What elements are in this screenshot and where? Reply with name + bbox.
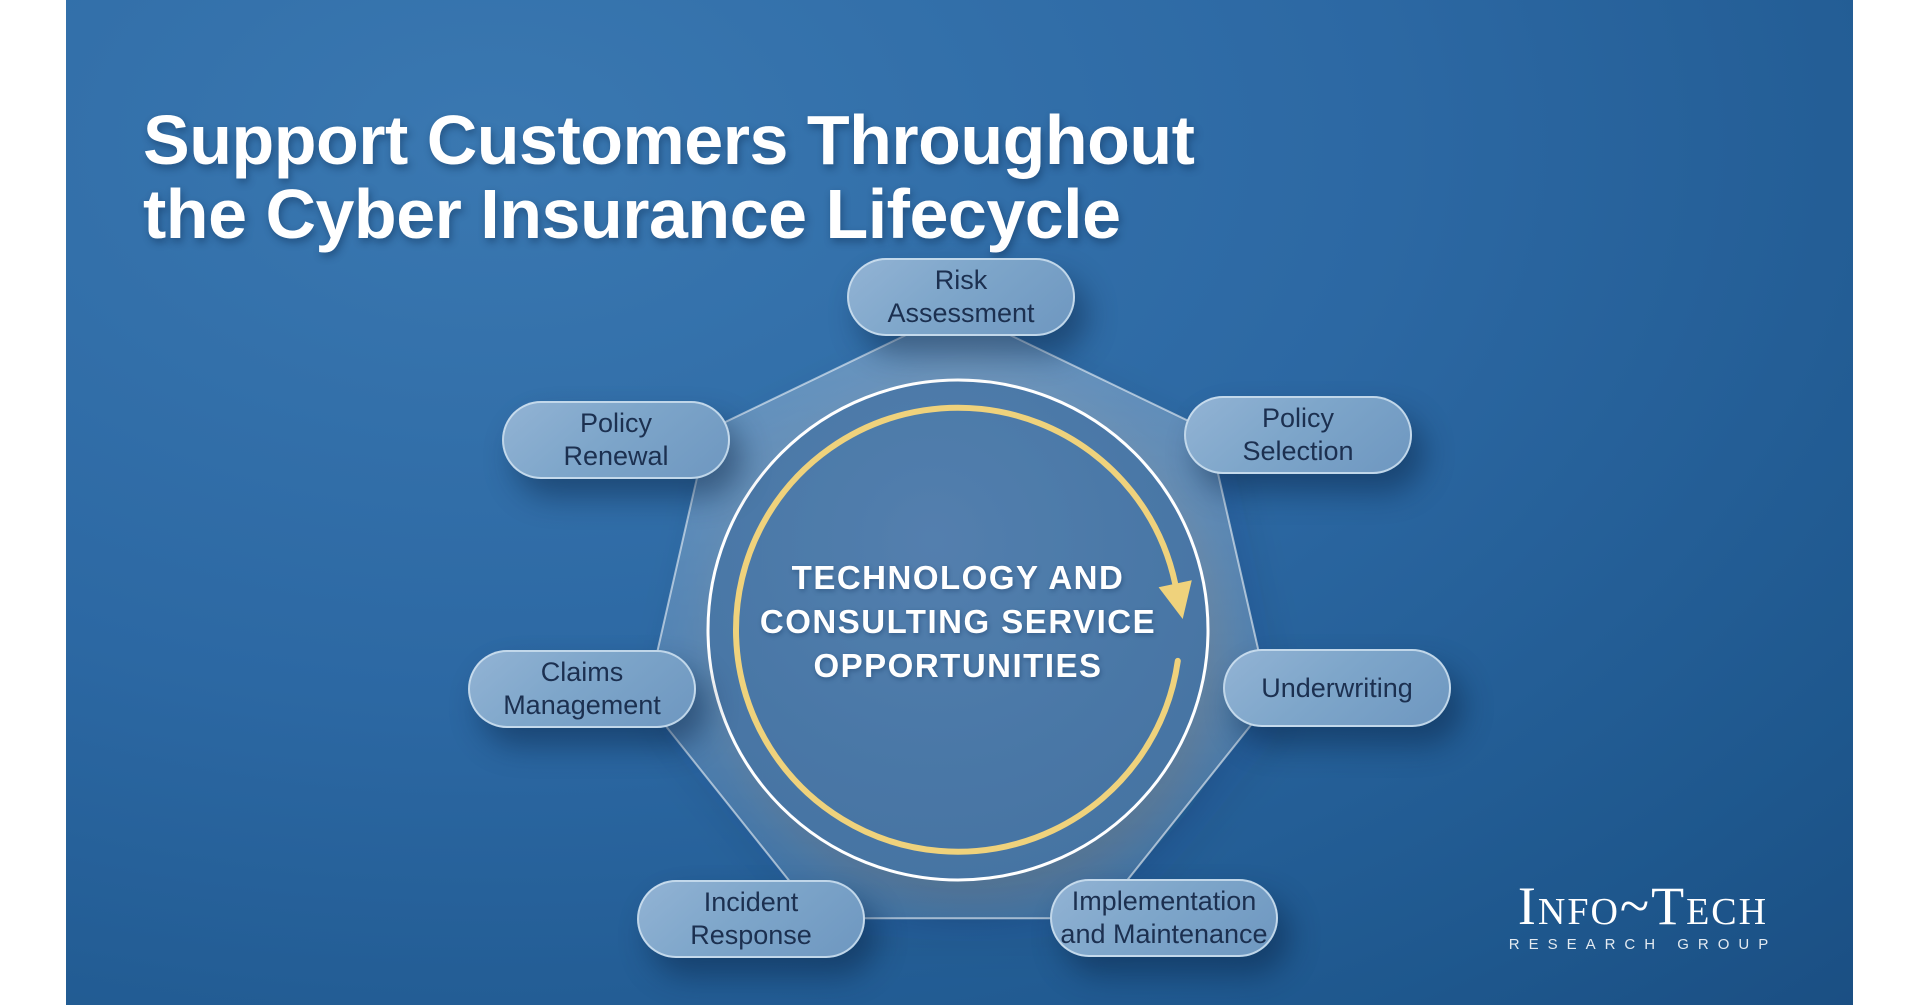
stage-pill-label: Policy Renewal [563, 408, 669, 471]
center-label-line3: OPPORTUNITIES [813, 647, 1103, 684]
center-label-line1: TECHNOLOGY AND [791, 559, 1125, 596]
stage-pill-label: Implementation and Maintenance [1060, 886, 1268, 949]
stage-pill-policy-selection: Policy Selection [1184, 396, 1412, 474]
inner-circle [708, 380, 1208, 880]
cycle-arrowhead [1158, 580, 1192, 619]
stage-pill-policy-renewal: Policy Renewal [502, 401, 730, 479]
stage-pill-risk-assessment: Risk Assessment [847, 258, 1075, 336]
slide-title: Support Customers Throughout the Cyber I… [143, 103, 1393, 251]
stage-pill-underwriting: Underwriting [1223, 649, 1451, 727]
stage-pill-implementation-and-maintenance: Implementation and Maintenance [1050, 879, 1278, 957]
infotech-logo: Info~Tech RESEARCH GROUP [1493, 878, 1793, 953]
stage-pill-label: Claims Management [503, 657, 661, 720]
slide-title-line2: the Cyber Insurance Lifecycle [143, 174, 1121, 253]
center-label-line2: CONSULTING SERVICE [759, 603, 1157, 640]
stage-pill-incident-response: Incident Response [637, 880, 865, 958]
slide-title-line1: Support Customers Throughout [143, 100, 1195, 179]
cycle-arc [733, 404, 1181, 855]
slide-canvas: Support Customers Throughout the Cyber I… [66, 0, 1853, 1005]
center-label: TECHNOLOGY AND CONSULTING SERVICE OPPORT… [668, 556, 1248, 688]
stage-pill-claims-management: Claims Management [468, 650, 696, 728]
white-ring [706, 378, 1210, 882]
stage-pill-label: Policy Selection [1242, 403, 1354, 466]
infotech-logo-wordmark: Info~Tech [1517, 876, 1769, 936]
stage-pill-label: Incident Response [690, 887, 812, 950]
stage-pill-label: Risk Assessment [887, 265, 1035, 328]
lifecycle-diagram [644, 308, 1272, 920]
stage-pill-label: Underwriting [1261, 672, 1413, 703]
infotech-logo-subtitle: RESEARCH GROUP [1508, 936, 1778, 953]
